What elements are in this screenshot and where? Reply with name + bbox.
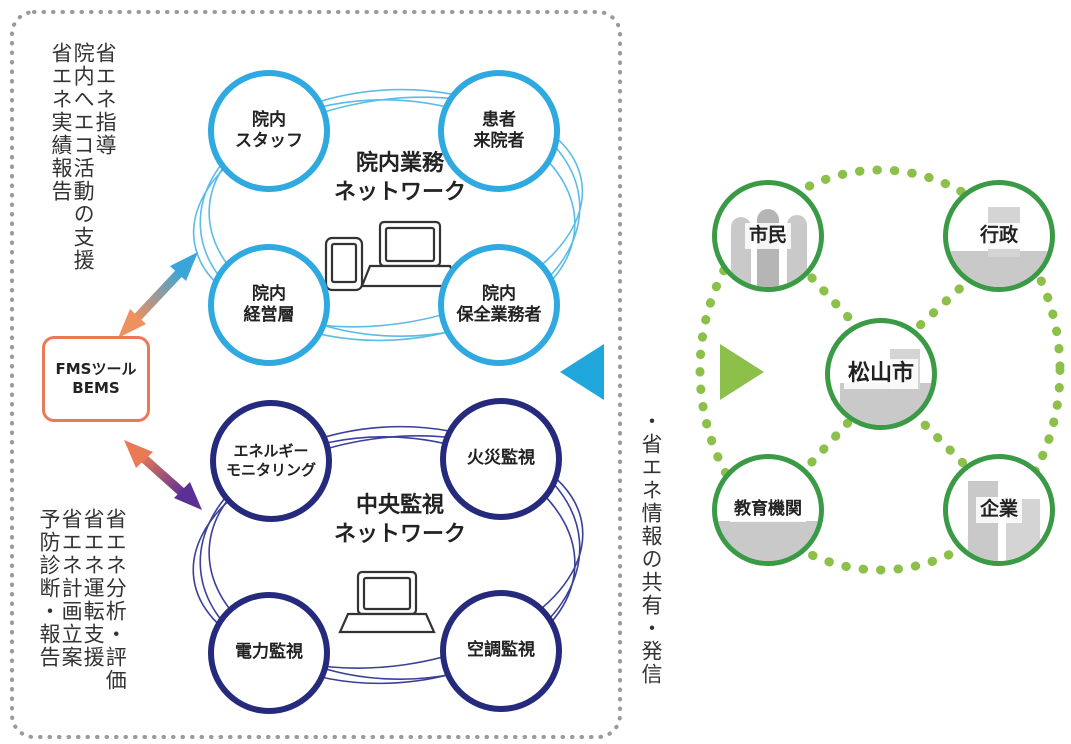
- node-label: 教育機関: [730, 498, 806, 522]
- node-label: 電力監視: [235, 642, 303, 663]
- sharing-label-text: ・省エネ情報の共有・発信: [639, 410, 664, 686]
- node-label: 空調監視: [467, 640, 535, 661]
- hospital-task-item: 省エネ指導: [93, 42, 118, 157]
- hospital-task-item: 院内へエコ活動の支援: [71, 42, 96, 272]
- bems-label: BEMS: [72, 379, 120, 397]
- node-label: 院内 経営層: [243, 283, 295, 325]
- node-label: エネルギー モニタリング: [225, 442, 316, 479]
- lower-network-ellipses: [192, 425, 584, 685]
- node-label: 松山市: [843, 359, 918, 389]
- upper-network-title: 院内業務 ネットワーク: [333, 151, 466, 205]
- node-label: 市民: [744, 223, 791, 249]
- fms-label: FMSツール: [55, 360, 137, 379]
- hospital-task-item: 省エネ実績報告: [49, 42, 74, 203]
- node-label: 行政: [975, 223, 1022, 249]
- node-management: 院内 経営層: [208, 244, 330, 366]
- monitor-task-item: 省エネ計画立案: [59, 508, 84, 669]
- arrow-sharing: [560, 344, 764, 400]
- lower-network-title: 中央監視 ネットワーク: [333, 493, 466, 547]
- node-label: 患者 来院者: [473, 109, 525, 151]
- node-education: 教育機関: [712, 454, 824, 566]
- city-building-icon: [840, 383, 932, 425]
- node-label: 院内 保全業務者: [456, 283, 542, 325]
- school-building-icon: [717, 521, 819, 561]
- node-hospital-staff: 院内 スタッフ: [208, 70, 330, 192]
- person-silhouette-icon: [787, 215, 807, 287]
- node-hvac-monitoring: 空調監視: [440, 590, 562, 712]
- hospital-task-list: 省エネ指導 院内へエコ活動の支援 省エネ実績報告: [49, 42, 118, 272]
- node-patient: 患者 来院者: [438, 70, 560, 192]
- node-label: 院内 スタッフ: [235, 109, 303, 151]
- monitor-task-item: 予防診断・報告: [37, 508, 62, 669]
- node-energy-monitoring: エネルギー モニタリング: [210, 400, 332, 522]
- arrow-fms-lower: [124, 440, 202, 510]
- monitor-task-list: 省エネ分析・評価 省エネ運転支援 省エネ計画立案 予防診断・報告: [37, 508, 128, 692]
- node-government: 行政: [943, 180, 1055, 292]
- monitor-task-item: 省エネ運転支援: [81, 508, 106, 669]
- node-power-monitoring: 電力監視: [208, 592, 330, 714]
- fms-bems-box: FMSツール BEMS: [42, 336, 150, 422]
- laptop-icon: [338, 570, 436, 634]
- node-matsuyama-city: 松山市: [825, 318, 937, 430]
- building-icon: [948, 251, 1050, 287]
- arrow-fms-upper: [118, 252, 198, 338]
- office-building-icon: [968, 481, 998, 561]
- sharing-label: ・省エネ情報の共有・発信: [639, 410, 664, 686]
- node-company: 企業: [943, 454, 1055, 566]
- node-maintenance: 院内 保全業務者: [438, 244, 560, 366]
- node-citizens: 市民: [712, 180, 824, 292]
- node-label: 企業: [975, 497, 1022, 523]
- monitor-task-item: 省エネ分析・評価: [103, 508, 128, 692]
- node-fire-monitoring: 火災監視: [440, 398, 562, 520]
- node-label: 火災監視: [467, 448, 535, 469]
- upper-network-ellipses: [192, 88, 584, 342]
- tablet-laptop-icon: [324, 220, 460, 292]
